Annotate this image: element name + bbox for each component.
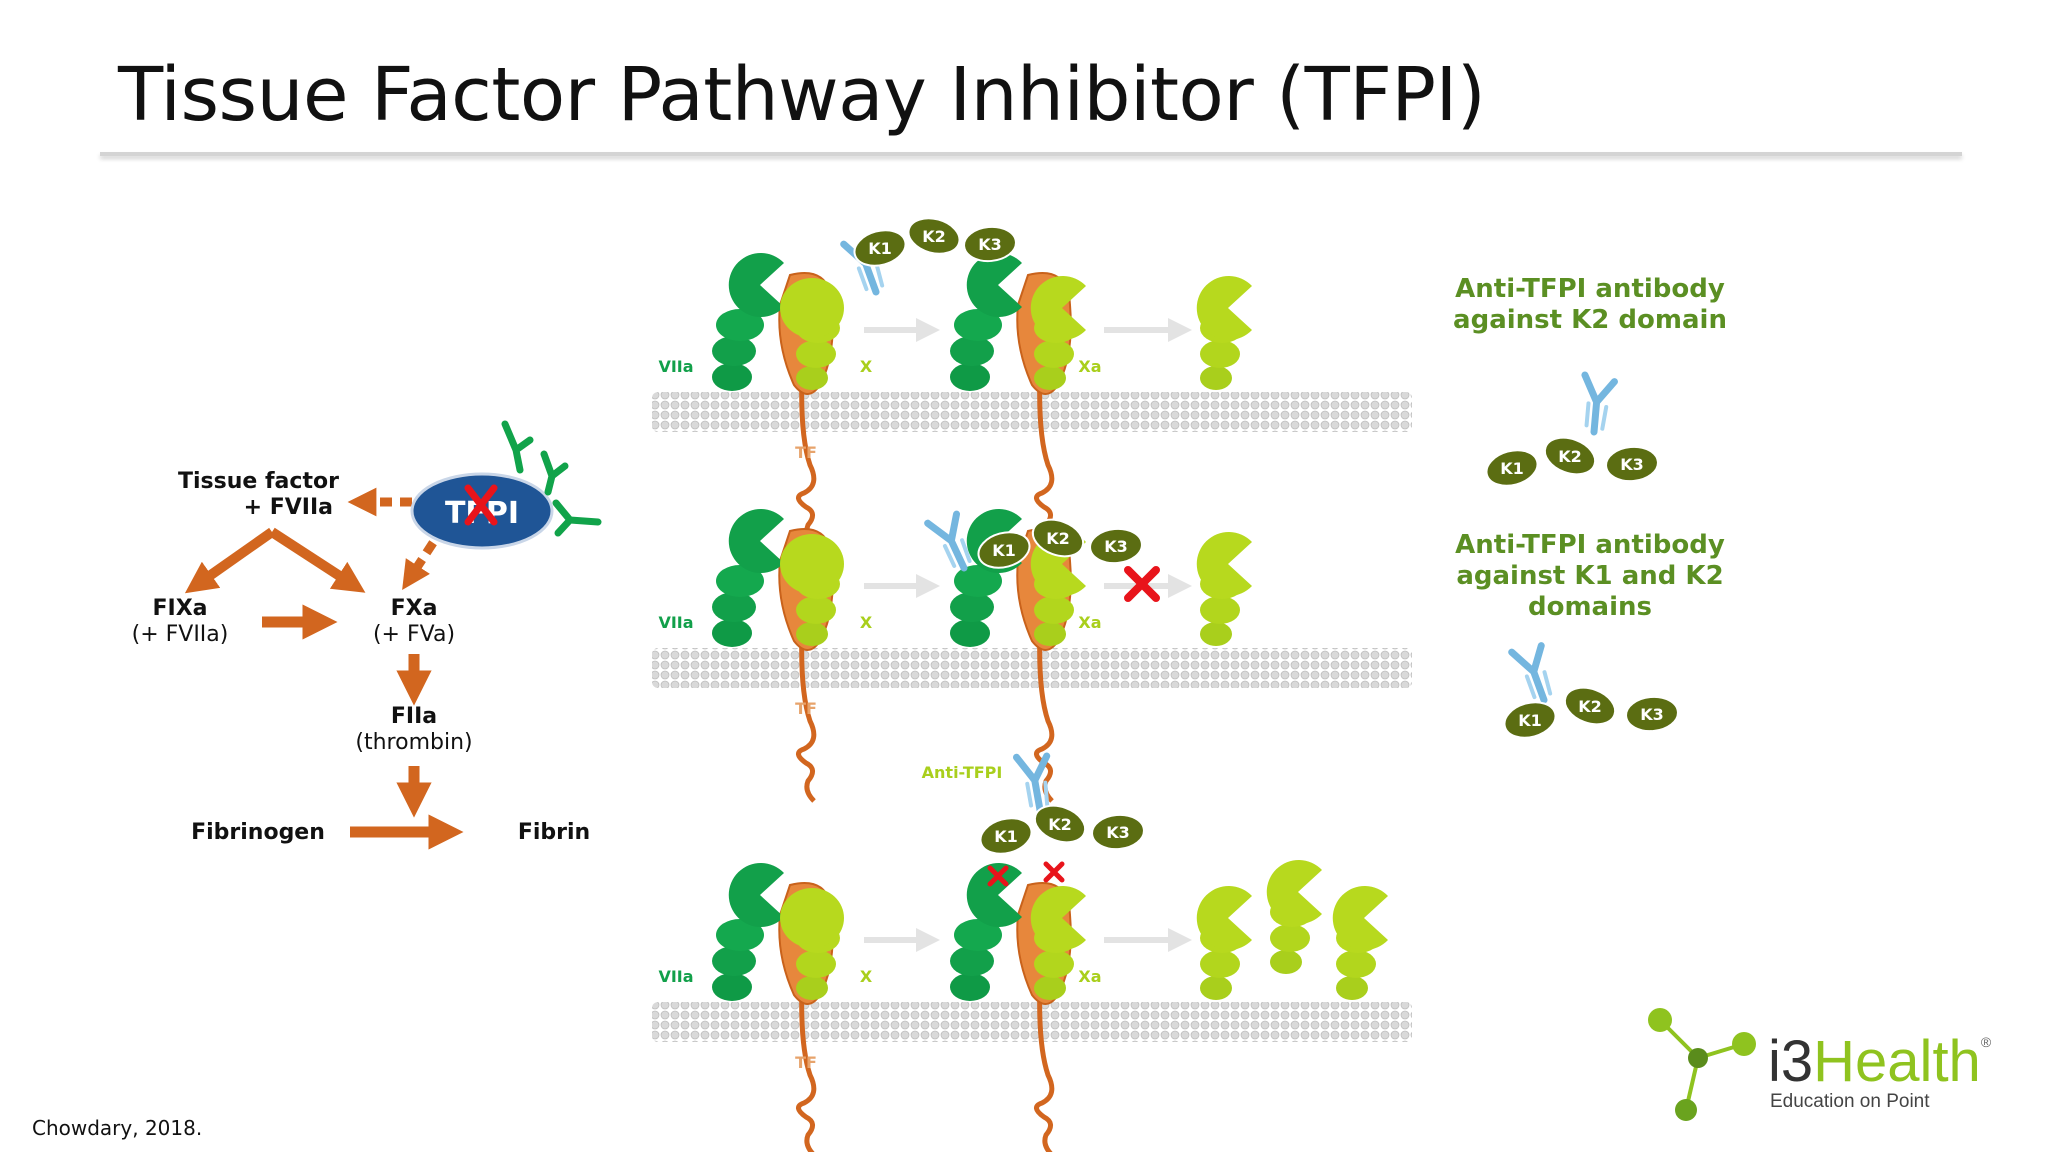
- svg-text:K2: K2: [1558, 447, 1582, 466]
- svg-text:K2: K2: [1046, 529, 1070, 548]
- tfpi-kunitz-panel-2: K1 K2 K3: [928, 510, 1145, 573]
- svg-text:K3: K3: [1620, 455, 1644, 474]
- binding-blocked-x-icon: [987, 861, 1065, 887]
- arrow-tf-to-fxa: [269, 527, 366, 593]
- svg-text:TF: TF: [795, 1053, 817, 1072]
- k1k2-antibody-molecule: K1 K2 K3: [1499, 642, 1681, 745]
- membrane-3: [652, 1002, 1412, 1042]
- anti-tfpi-antibody-icon: [501, 420, 602, 537]
- factor-x-2: [780, 534, 844, 646]
- free-xa-3b: [1266, 860, 1322, 974]
- logo-brand-suffix: Health: [1813, 1029, 1981, 1094]
- free-xa-3c: [1332, 886, 1388, 1000]
- svg-text:K3: K3: [1104, 537, 1128, 556]
- svg-text:K2: K2: [1578, 697, 1602, 716]
- svg-text:K1: K1: [1518, 711, 1542, 730]
- mechanism-panel-1: K1 K2 K3 VIIa X Xa TF: [652, 211, 1412, 545]
- svg-text:K1: K1: [994, 827, 1018, 846]
- k2-antibody-molecule: K1 K2 K3: [1481, 375, 1661, 493]
- tfpi-kunitz-panel-1: K1 K2 K3: [844, 211, 1019, 297]
- fibrinogen-label: Fibrinogen: [191, 820, 325, 845]
- antibody-k2-caption: Anti-TFPI antibody against K2 domain: [1453, 274, 1727, 335]
- free-xa-3a: [1196, 886, 1252, 1000]
- i3health-logo: i3Health® Education on Point: [1768, 1028, 1991, 1113]
- free-xa-1: [1196, 276, 1252, 390]
- tfpi-blocked-x-icon: [464, 484, 498, 526]
- antibody-k1k2-caption: Anti-TFPI antibody against K1 and K2 dom…: [1455, 530, 1725, 622]
- svg-text:K3: K3: [978, 235, 1002, 254]
- svg-text:Xa: Xa: [1078, 357, 1101, 376]
- tissue-factor-label: Tissue factor + FVIIa: [178, 469, 339, 520]
- free-xa-2: [1196, 532, 1252, 646]
- svg-text:K3: K3: [1640, 705, 1664, 724]
- svg-text:VIIa: VIIa: [658, 613, 693, 632]
- svg-text:K2: K2: [922, 227, 946, 246]
- svg-text:K2: K2: [1048, 815, 1072, 834]
- svg-text:K1: K1: [1500, 459, 1524, 478]
- logo-registered: ®: [1980, 1034, 1992, 1050]
- fiia-label: FIIa (thrombin): [355, 704, 473, 755]
- citation: Chowdary, 2018.: [32, 1116, 203, 1140]
- logo-tagline: Education on Point: [1770, 1091, 1930, 1112]
- svg-text:K1: K1: [992, 541, 1016, 560]
- svg-text:X: X: [860, 613, 873, 632]
- svg-text:VIIa: VIIa: [658, 967, 693, 986]
- mechanism-panel-2: K1 K2 K3 VIIa X Xa TF: [652, 509, 1412, 801]
- svg-text:K1: K1: [868, 239, 892, 258]
- title-divider: [100, 152, 1962, 156]
- release-blocked-x-icon: [1124, 566, 1160, 602]
- mechanism-panel-3: K1 K2 K3 Anti-TFPI VIIa X Xa TF: [652, 752, 1412, 1152]
- arrow-tf-to-fixa: [184, 527, 275, 594]
- svg-text:TF: TF: [795, 443, 817, 462]
- fxa-label: FXa (+ FVa): [372, 596, 456, 647]
- i3health-logo-icon: [1648, 1008, 1756, 1121]
- membrane-2: [652, 648, 1412, 688]
- membrane-1: [652, 392, 1412, 432]
- svg-text:VIIa: VIIa: [658, 357, 693, 376]
- svg-text:Xa: Xa: [1078, 967, 1101, 986]
- fibrin-label: Fibrin: [517, 820, 591, 845]
- logo-brand-prefix: i3: [1768, 1029, 1814, 1094]
- svg-text:K3: K3: [1106, 823, 1130, 842]
- svg-text:TF: TF: [795, 699, 817, 718]
- tfpi-kunitz-panel-3: K1 K2 K3: [975, 752, 1147, 861]
- factor-x-3: [780, 888, 844, 1000]
- fixa-label: FIXa (+ FVIIa): [131, 596, 229, 647]
- svg-text:Anti-TFPI: Anti-TFPI: [922, 763, 1003, 782]
- svg-text:X: X: [860, 967, 873, 986]
- factor-x-1: [780, 278, 844, 390]
- svg-text:X: X: [860, 357, 873, 376]
- slide-title: Tissue Factor Pathway Inhibitor (TFPI): [118, 52, 1486, 138]
- svg-text:Xa: Xa: [1078, 613, 1101, 632]
